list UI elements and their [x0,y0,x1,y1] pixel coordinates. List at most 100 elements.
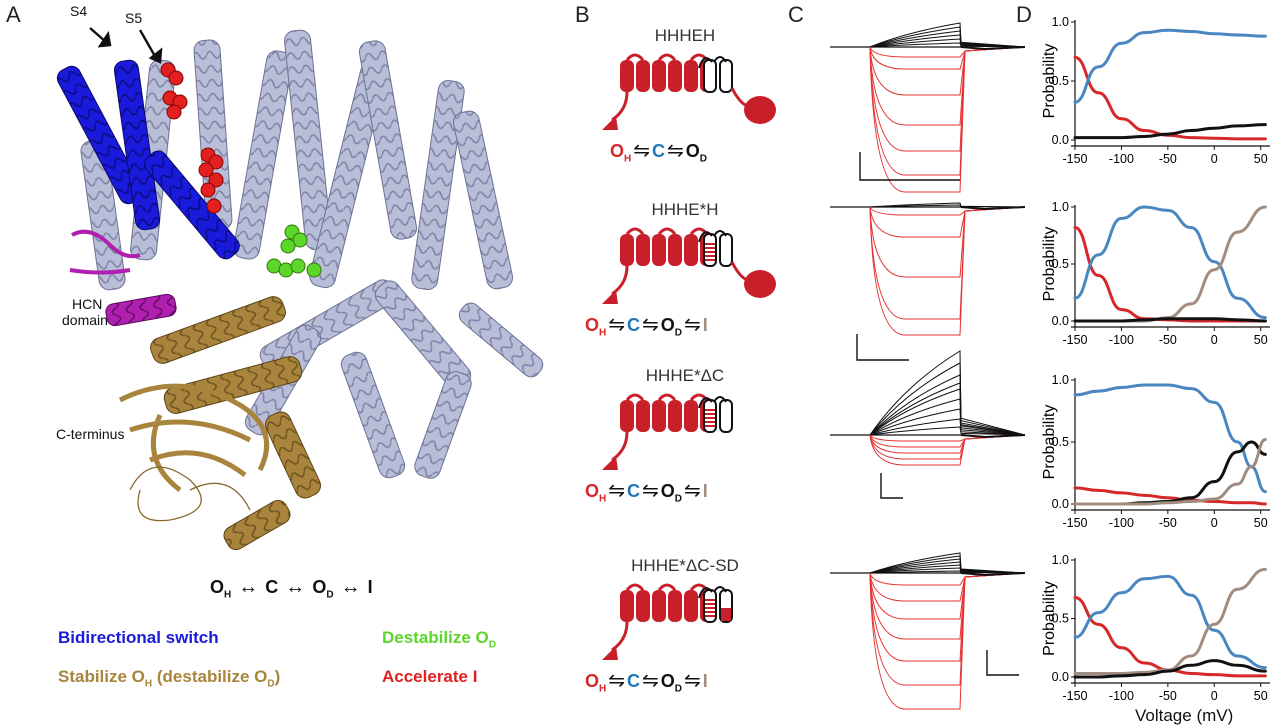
transmembrane-helices [80,29,544,479]
current-trace-black [869,42,1025,48]
construct-state-scheme: OH⇋C⇋OD⇋I [585,668,708,695]
y-tick-label: 0.5 [1052,257,1069,271]
legend-stabilize-paren-sub: D [267,678,275,690]
y-tick-label: 0.0 [1052,670,1069,684]
state-i: I [702,481,708,501]
tail-trace [960,434,1025,439]
state-oh: O [610,141,625,161]
probability-series-line [1073,574,1267,670]
s5-label: S5 [125,10,143,26]
x-tick-label: 50 [1254,516,1268,530]
state-od-sub: D [699,153,708,165]
x-tick-label: -150 [1062,689,1087,703]
panel-c-current-traces [830,22,1025,710]
equilibrium-arrow-icon: ⇋ [642,314,659,336]
y-tick-label: 0.5 [1052,612,1069,626]
current-trace-red [869,572,1025,662]
x-tick-label: 50 [1254,689,1268,703]
label-arrows [89,27,163,64]
state-c: C [627,315,641,335]
state-od-sub: D [674,327,683,339]
bidirectional-arrow-icon: ↔ [285,576,306,598]
y-tick-label: 1.0 [1052,15,1069,29]
current-trace-red [869,434,1025,448]
y-tick-label: 0.0 [1052,314,1069,328]
s5-residue-spheres [160,62,224,214]
state-oh-sub: H [599,683,607,695]
state-oh: O [585,315,600,335]
tail-trace [960,46,1025,51]
legend-accelerate: Accelerate I [382,667,478,686]
hcn-domain-label-1: HCN [72,296,103,312]
current-trace-red [869,46,1025,152]
current-trace-black [869,350,1025,436]
construct-schematic-icon [602,53,776,130]
x-tick-label: -100 [1109,152,1134,166]
x-tick-label: -100 [1109,689,1134,703]
c-terminus-strands [118,383,270,492]
current-trace-red [869,46,1025,58]
x-tick-label: -150 [1062,333,1087,347]
current-trace-red [869,206,1025,320]
y-tick-label: 1.0 [1052,553,1069,567]
protein-structure-figure [56,27,544,551]
y-axis-label: Probability [1041,581,1058,656]
legend-stabilize-paren: (destabilize O [152,667,268,686]
legend-destabilize: Destabilize OD [382,628,496,650]
x-tick-label: -50 [1159,516,1177,530]
panel-letter-d: D [1016,2,1032,27]
state-od-sub: D [674,493,683,505]
x-tick-label: 50 [1254,152,1268,166]
construct-schematic-icon [602,393,733,470]
x-tick-label: 0 [1211,516,1218,530]
equilibrium-arrow-icon: ⇋ [684,670,701,692]
current-trace-red [869,206,1025,216]
current-trace-black [869,418,1025,436]
equilibrium-arrow-icon: ⇋ [608,670,626,692]
current-trace-black [869,382,1025,436]
current-trace-red [869,46,1025,193]
current-trace-black [869,202,1025,208]
tail-trace [960,572,1025,577]
state-i: I [367,577,373,597]
construct-state-scheme: OH⇋C⇋OD [610,138,707,165]
state-c: C [265,577,279,597]
equilibrium-arrow-icon: ⇋ [608,480,626,502]
probability-series-line [1073,659,1267,679]
s4-label: S4 [70,3,88,19]
construct-name: HHHE*H [651,200,719,219]
state-scheme: OH ↔ C ↔ OD ↔ I [210,576,373,601]
state-oh-sub: H [599,327,607,339]
bidirectional-arrow-icon: ↔ [340,576,361,598]
x-tick-label: -50 [1159,333,1177,347]
panel-letter-a: A [6,2,21,27]
c-terminus-coil [129,466,251,522]
construct-schematic-icon [602,583,733,660]
current-trace-black [869,22,1025,48]
probability-series-line [1073,438,1267,506]
x-tick-label: 0 [1211,333,1218,347]
equilibrium-arrow-icon: ⇋ [608,314,626,336]
current-trace-black [869,552,1025,574]
legend-stabilize-close: ) [274,667,281,686]
probability-series-line [1073,123,1267,140]
current-trace-red [869,434,1025,442]
scale-bar [859,152,960,181]
state-od: O [660,315,675,335]
current-trace-red [869,572,1025,620]
current-trace-red [869,434,1025,454]
tail-trace [960,206,1025,211]
legend-stabilize-text: Stabilize O [58,667,145,686]
state-c: C [627,671,641,691]
hcn-domain [69,229,177,327]
y-tick-label: 0.0 [1052,133,1069,147]
current-trace-red [869,206,1025,238]
current-trace-red [869,46,1025,176]
probability-series-line [1073,205,1267,320]
state-i: I [702,315,708,335]
probability-series-line [1073,205,1267,323]
probability-series-line [1073,28,1267,104]
state-oh: O [210,577,225,597]
current-trace-red [869,46,1025,96]
scale-bar [856,334,909,361]
